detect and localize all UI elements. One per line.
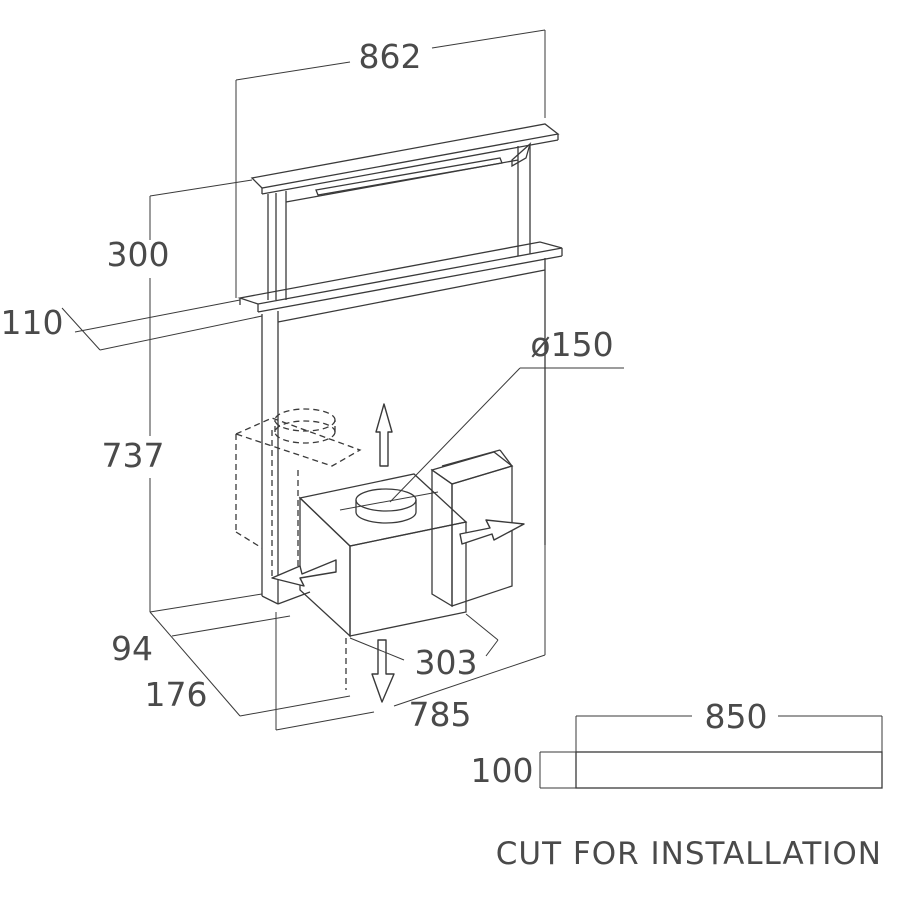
arrow-right-icon [459,519,525,545]
dim-label-737: 737 [102,436,165,475]
dim-label-850: 850 [705,697,768,736]
dim-label-94: 94 [111,629,153,668]
motor-alternative-dashed [234,408,362,578]
arrow-up-icon [375,403,393,467]
dim-label-300: 300 [107,235,170,274]
hood-panel [267,142,532,300]
cutout-rectangle [575,751,883,789]
dimension-785: 785 [239,545,546,734]
cut-caption: CUT FOR INSTALLATION [496,836,882,872]
dimension-300: 300 [107,179,253,274]
dim-label-176: 176 [145,675,208,714]
dim-label-785: 785 [409,695,472,734]
worktop-collar [237,241,563,313]
dimension-diameter: ø150 [389,325,624,503]
dimension-110: 110 [1,299,263,351]
dim-label-862: 862 [359,37,422,76]
hood-top-cap [250,123,560,195]
dimension-862: 862 [235,29,546,298]
hood-body [261,258,546,605]
dim-label-303: 303 [415,643,478,682]
dim-label-110: 110 [1,303,64,342]
arrow-left-icon [271,559,337,587]
dim-label-diameter: ø150 [530,325,613,364]
dim-label-100: 100 [471,751,534,790]
dimension-94: 94 [111,593,291,668]
filter-box [430,449,514,608]
dimension-176: 176 [145,611,241,717]
cutout-detail: 850 100 [471,697,883,790]
motor-box [298,473,468,638]
arrow-down-icon [371,639,395,703]
dimension-737: 737 [102,196,165,612]
dimension-303: 303 [349,613,499,682]
